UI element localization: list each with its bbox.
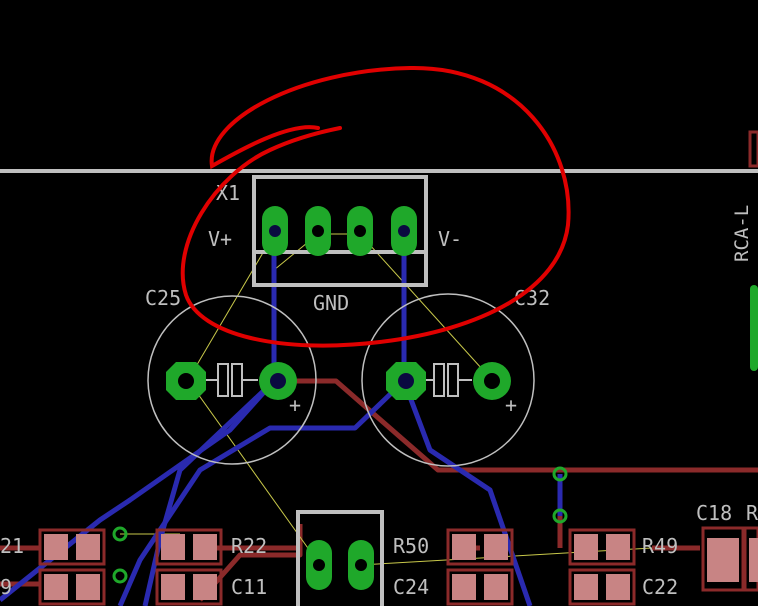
c25-outline [147,295,317,465]
top-copper-traces [0,378,758,602]
partial-label-bottom: 9 [0,575,12,599]
smd-footprints [38,130,758,606]
capacitor-pads [166,362,511,400]
c32-polarity-mark: + [505,393,517,417]
bottom-connector-outline [296,510,384,606]
bottom-connector-pads [306,540,374,590]
c25-label: C25 [145,286,181,310]
x1-pin-right-label: V- [438,227,462,251]
c32-symbol [422,363,472,397]
x1-gnd-label: GND [313,291,349,315]
x1-pads [262,206,417,256]
c25-polarity-mark: + [289,393,301,417]
partial-label-top: 21 [0,534,24,558]
c18-suffix-label: R [746,501,758,525]
rca-l-label: RCA-L [731,205,753,262]
x1-label: X1 [216,181,240,205]
c24-label: C24 [393,575,429,599]
c25-symbol [205,363,258,397]
r50-label: R50 [393,534,429,558]
r22-label: R22 [231,534,267,558]
c32-outline [361,293,535,467]
annotation-circle [180,65,571,348]
x1-pin-left-label: V+ [208,227,232,251]
c18-label: C18 [696,501,732,525]
c11-label: C11 [231,575,267,599]
c22-label: C22 [642,575,678,599]
vias [112,466,568,584]
r49-label: R49 [642,534,678,558]
